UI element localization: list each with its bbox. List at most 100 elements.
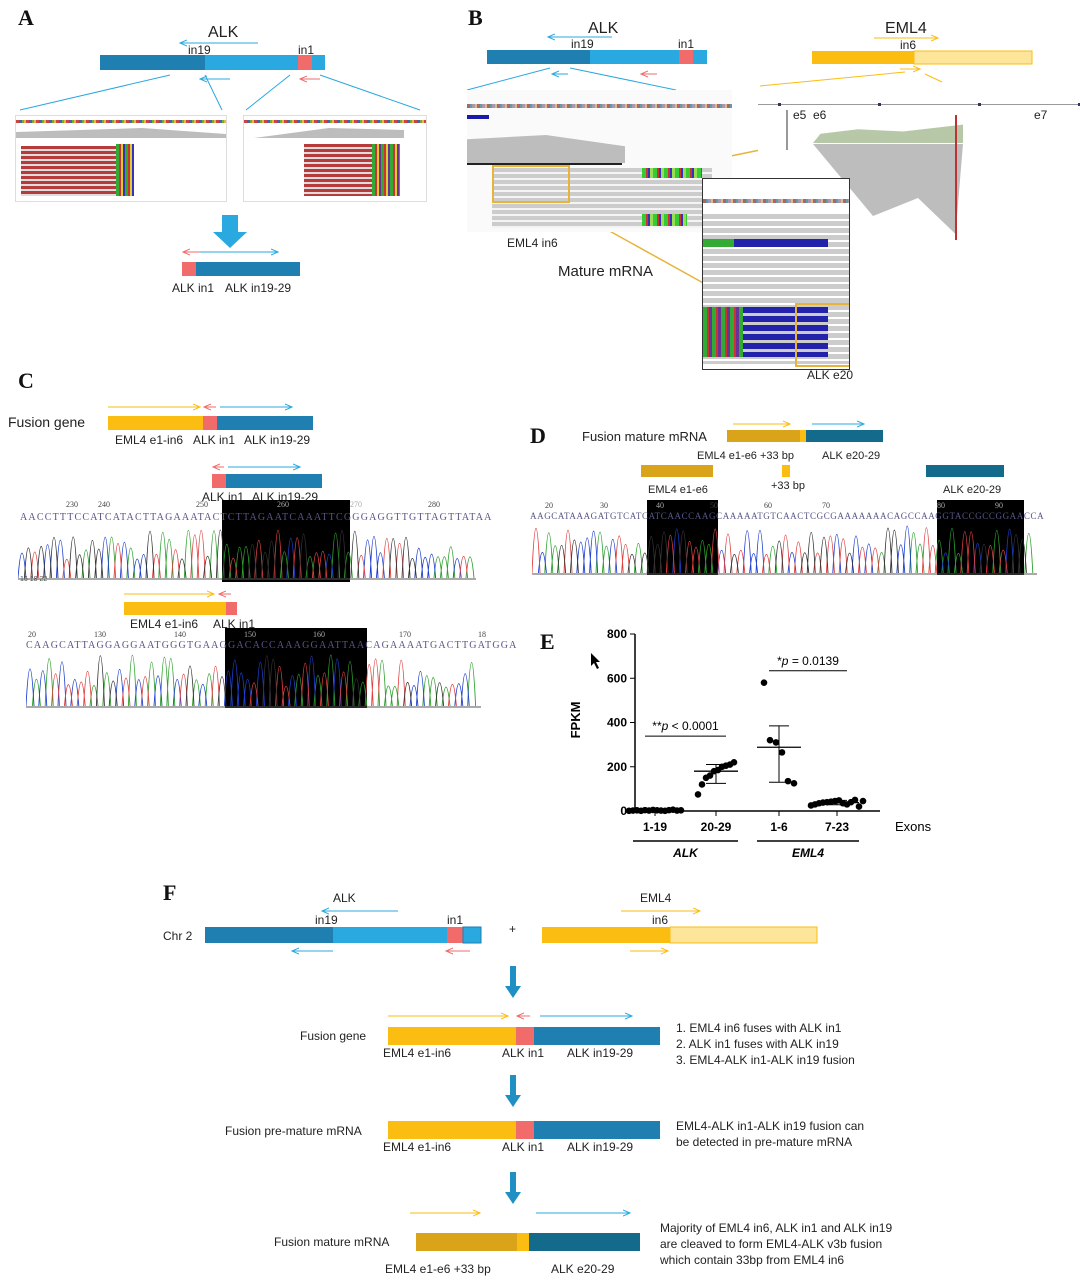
panel-b-eml4-gene-bar xyxy=(812,50,1033,65)
panel-b-eml4-name: EML4 xyxy=(885,20,927,37)
note-line: Majority of EML4 in6, ALK in1 and ALK in… xyxy=(660,1221,893,1235)
data-point xyxy=(851,796,859,804)
tick: 150 xyxy=(244,630,256,639)
chromatogram-trace xyxy=(51,658,457,707)
data-point xyxy=(855,803,863,810)
chromatogram-trace xyxy=(537,525,1015,574)
panel-b-in6-label: in6 xyxy=(900,38,917,52)
tick: 170 xyxy=(399,630,411,639)
panel-b-zoomed-igv-inset xyxy=(702,178,850,370)
panel-b-exon-e5: e5 xyxy=(793,108,807,122)
panel-a-down-arrow xyxy=(213,215,247,248)
panel-c-trace2-in1-label: ALK in1 xyxy=(213,617,256,631)
data-point xyxy=(859,797,867,805)
panel-d-alk-e20-29-label: ALK e20-29 xyxy=(822,450,881,462)
panel-c-trace2-sequence: CAAGCATTAGGAGGAATGGGTGAAGGACACCAAAGGAATT… xyxy=(26,640,518,651)
tick: 18 xyxy=(478,630,486,639)
chromatogram-trace xyxy=(18,536,462,579)
panel-f-in1-label: in1 xyxy=(447,913,464,927)
panel-f-pre-in19-label: ALK in19-29 xyxy=(567,1140,634,1154)
panel-f-down-arrow-3 xyxy=(505,1172,521,1204)
tick: 230 xyxy=(66,500,78,509)
panel-f-fusion-in19-label: ALK in19-29 xyxy=(567,1046,634,1060)
panel-f-mature-notes: Majority of EML4 in6, ALK in1 and ALK in… xyxy=(660,1220,892,1268)
panel-d-segment-alk-label: ALK e20-29 xyxy=(943,484,1002,496)
tick: 270 xyxy=(350,500,362,509)
panel-c-eml4-label: EML4 e1-in6 xyxy=(115,433,184,447)
panel-f-eml4-name: EML4 xyxy=(640,891,672,905)
chromatogram-trace xyxy=(95,655,445,707)
data-point xyxy=(677,807,685,814)
panel-b-alk-name: ALK xyxy=(588,20,619,37)
data-point xyxy=(784,777,792,785)
note-line: are cleaved to form EML4-ALK v3b fusion xyxy=(660,1237,883,1251)
panel-b-eml4-in6-label: EML4 in6 xyxy=(507,236,558,250)
panel-f-in19-label: in19 xyxy=(315,913,338,927)
panel-a-igv-screenshot-left xyxy=(15,115,227,202)
panel-c-alk-in19-label: ALK in19-29 xyxy=(244,433,311,447)
panel-f-alk-name: ALK xyxy=(333,891,356,905)
tick: 80 xyxy=(937,501,945,510)
group-label: ALK xyxy=(672,846,699,860)
panel-c-fusion-gene-title: Fusion gene xyxy=(8,414,86,430)
panel-d-segment-eml4-label: EML4 e1-e6 xyxy=(648,484,708,496)
tick: 20 xyxy=(545,501,553,510)
panel-b-mature-mrna-label: Mature mRNA xyxy=(558,263,654,280)
panel-f-mature-alk-label: ALK e20-29 xyxy=(551,1262,615,1276)
panel-b-in19-label: in19 xyxy=(571,37,594,51)
panel-d-eml4-e1-e6-segment xyxy=(641,465,713,477)
panel-e-label: E xyxy=(540,629,555,654)
panel-d-label: D xyxy=(530,423,546,448)
panel-a-label: A xyxy=(18,5,34,30)
tick: 280 xyxy=(428,500,440,509)
panel-c-trace1-chromatogram xyxy=(18,529,476,580)
significance-label: *p = 0.0139 xyxy=(777,654,839,668)
panel-f-pre-in1-label: ALK in1 xyxy=(502,1140,545,1154)
panel-f-fusion-notes: 1. EML4 in6 fuses with ALK in1 2. ALK in… xyxy=(676,1020,855,1068)
panel-f-alk-chr2-bar xyxy=(205,926,482,944)
panel-d-33bp-segment xyxy=(782,465,790,477)
y-tick-label: 800 xyxy=(607,627,627,641)
panel-b-eml4-igv-screenshot xyxy=(758,90,1080,240)
panel-b-alk-igv-screenshot xyxy=(467,90,732,232)
panel-f-down-arrow-1 xyxy=(505,966,521,998)
panel-f-fusion-gene-title: Fusion gene xyxy=(300,1029,367,1043)
tick: 140 xyxy=(174,630,186,639)
tick: 260 xyxy=(277,500,289,509)
panel-d-segment-33bp-label: +33 bp xyxy=(771,480,805,492)
tick: 70 xyxy=(822,501,830,510)
panel-c-trace1-sequence: AACCTTTCCATCATACTTAGAAATACTCTTAGAATCAAAT… xyxy=(20,512,493,523)
panel-f-mature-mrna-title: Fusion mature mRNA xyxy=(274,1235,390,1249)
data-point xyxy=(730,759,738,766)
y-tick-label: 600 xyxy=(607,671,627,685)
chromatogram-trace xyxy=(532,527,1008,574)
panel-b-exon-e6: e6 xyxy=(813,108,827,122)
tick: 20 xyxy=(28,630,36,639)
y-tick-label: 400 xyxy=(607,716,627,730)
tick: 160 xyxy=(313,630,325,639)
mouse-cursor-icon xyxy=(591,653,600,669)
data-point xyxy=(778,749,786,756)
tick: 130 xyxy=(94,630,106,639)
x-tick-label: 20-29 xyxy=(701,820,732,834)
panel-b-alk-e20-label: ALK e20 xyxy=(807,368,854,382)
panel-c-trace2-eml4-label: EML4 e1-in6 xyxy=(130,617,199,631)
panel-d-sequence: AAGCATAAAGATGTCATCATCAACCAAGCAAAAATGTCAA… xyxy=(530,511,1045,521)
panel-f-fusion-in1-label: ALK in1 xyxy=(502,1046,545,1060)
tick: 240 xyxy=(98,500,110,509)
tick: 50 xyxy=(710,501,718,510)
panel-a-alk-gene-bar xyxy=(100,55,325,70)
note-line: 3. EML4-ALK in1-ALK in19 fusion xyxy=(676,1053,855,1067)
panel-a-gene-name: ALK xyxy=(208,24,239,41)
data-point xyxy=(790,780,798,787)
data-point xyxy=(766,736,774,744)
panel-c-fusion-gene-bar xyxy=(108,416,313,430)
panel-a-fusion-bar xyxy=(182,262,300,276)
panel-f-fusion-eml4-label: EML4 e1-in6 xyxy=(383,1046,452,1060)
panel-c-trace2-bar xyxy=(124,602,237,615)
tick: 40 xyxy=(656,501,664,510)
panel-a-igv-screenshot-right xyxy=(243,115,427,202)
y-tick-label: 200 xyxy=(607,760,627,774)
